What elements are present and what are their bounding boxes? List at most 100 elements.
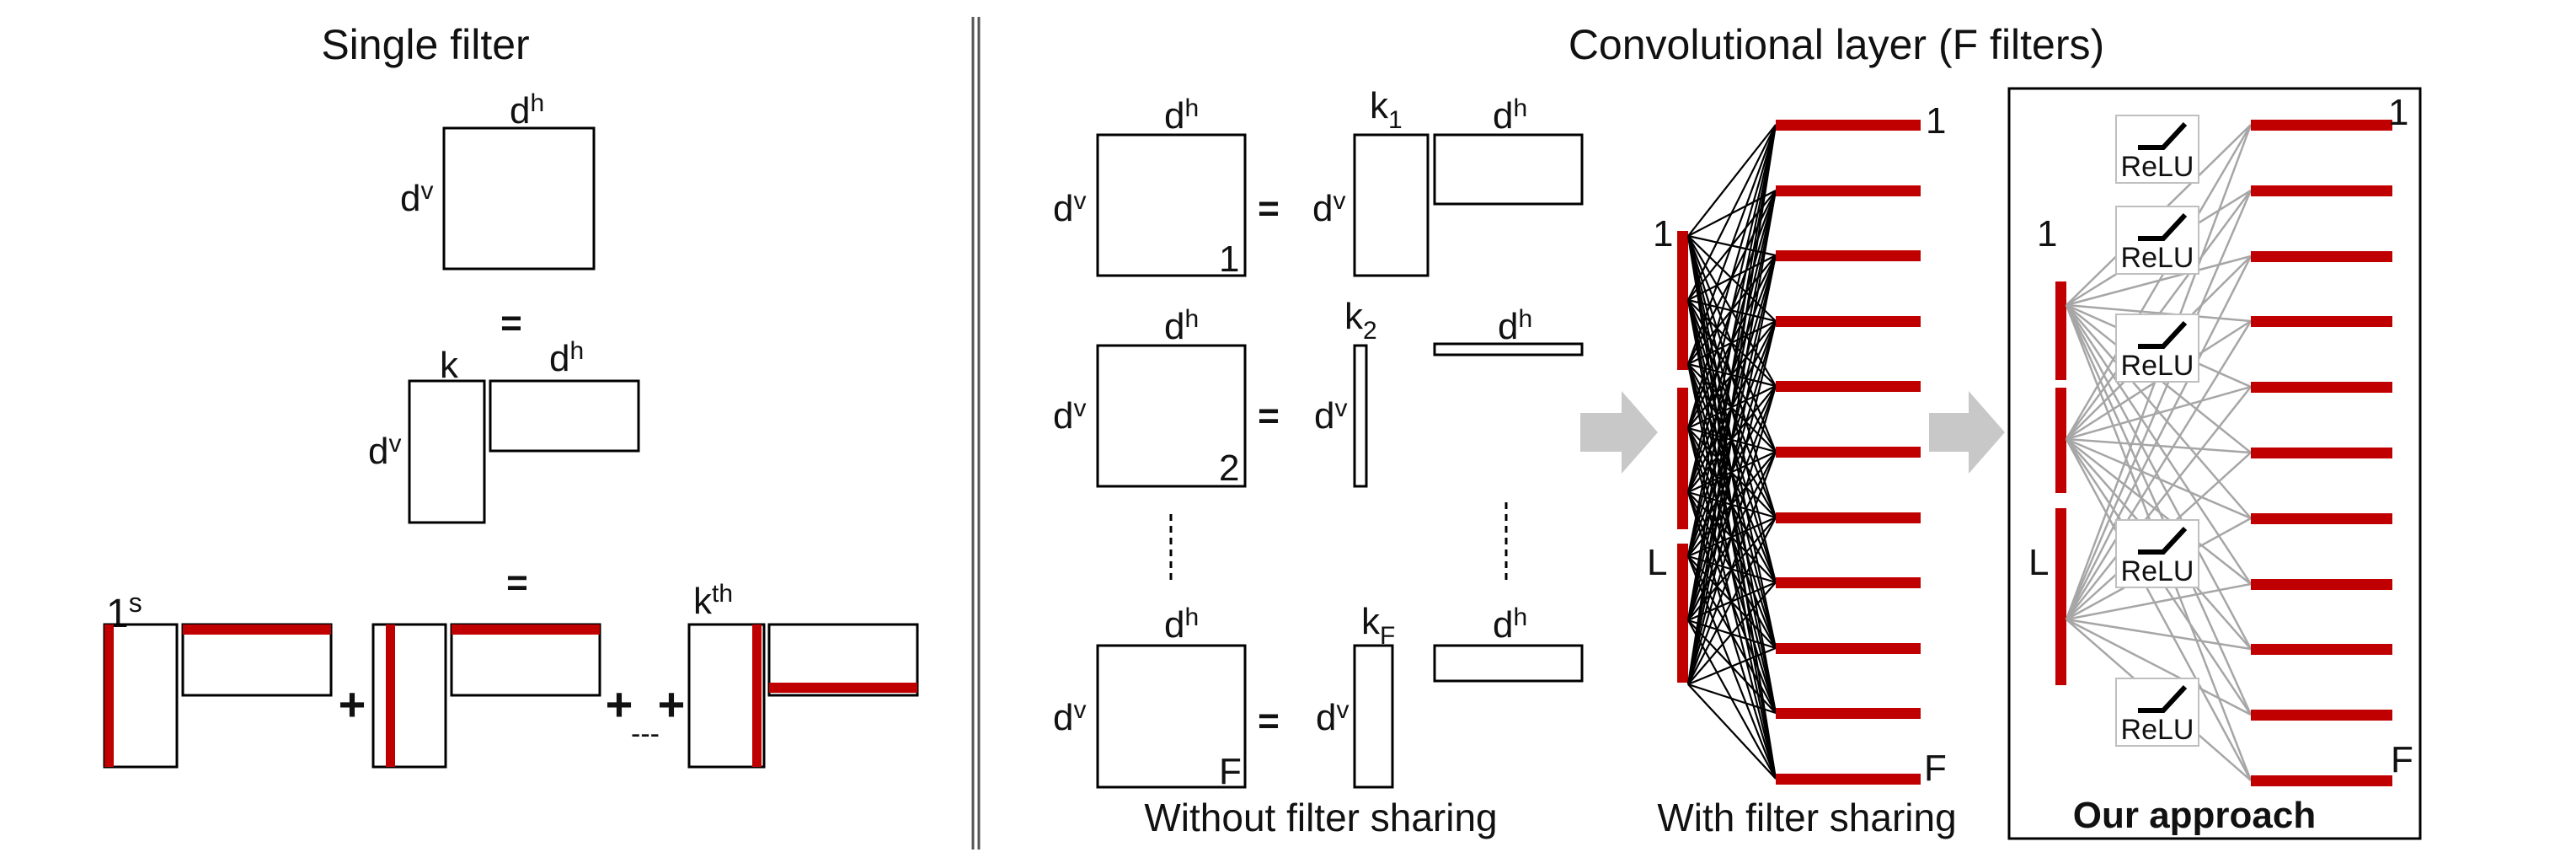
output-bar bbox=[1776, 512, 1921, 523]
output-bar bbox=[2251, 120, 2392, 131]
output-bar bbox=[1776, 643, 1921, 654]
with-sharing-source-bar-2 bbox=[1677, 388, 1688, 529]
with-sharing-output-bottom-label: F bbox=[1924, 748, 1947, 789]
top-matrix-dv-label: dv bbox=[400, 177, 433, 219]
connection-line bbox=[1686, 124, 1777, 493]
term-k-red-row bbox=[769, 683, 917, 693]
connection-line bbox=[2065, 304, 2253, 650]
output-bar bbox=[2251, 185, 2392, 196]
connection-line bbox=[2066, 386, 2252, 620]
rowF-k-label: kF bbox=[1361, 601, 1395, 650]
connection-line bbox=[2066, 304, 2252, 519]
relu-box: ReLU bbox=[2115, 115, 2199, 184]
equals-sign-1: = bbox=[500, 303, 522, 344]
output-bar bbox=[2251, 513, 2392, 524]
connection-line bbox=[1686, 320, 1777, 685]
without-sharing-section: dh dv 1 = k1 dv dh dh dv 2 = k2 dv dh bbox=[1053, 85, 1584, 839]
row2-tall-factor bbox=[1353, 344, 1368, 488]
row1-dh-label: dh bbox=[1164, 94, 1199, 137]
relu-label: ReLU bbox=[2121, 555, 2194, 587]
connection-line bbox=[2065, 255, 2253, 620]
output-bar bbox=[2251, 316, 2392, 327]
row1-wide-factor bbox=[1433, 133, 1584, 206]
caption-our-approach: Our approach bbox=[2073, 795, 2317, 836]
relu-box: ReLU bbox=[2115, 206, 2199, 275]
relu-box: ReLU bbox=[2115, 678, 2199, 747]
connection-line bbox=[2065, 190, 2253, 620]
connection-line bbox=[2065, 304, 2253, 585]
connection-line bbox=[1686, 255, 1777, 685]
connection-line bbox=[2066, 438, 2252, 585]
factor-dh-label: dh bbox=[549, 337, 584, 379]
rowF-dv-label: dv bbox=[1053, 696, 1086, 738]
row1-equals: = bbox=[1258, 188, 1280, 229]
relu-icon bbox=[2138, 121, 2188, 150]
rowF-factor-dv-label: dv bbox=[1316, 696, 1349, 738]
plus-sign-1: + bbox=[339, 678, 366, 731]
connection-line bbox=[1686, 124, 1777, 557]
term1-red-column bbox=[104, 624, 114, 767]
factor-tall-matrix bbox=[408, 379, 486, 524]
term-k-red-column bbox=[752, 624, 762, 767]
our-approach-frame bbox=[2007, 87, 2422, 840]
term-k-row-matrix bbox=[767, 623, 919, 697]
output-bar bbox=[2251, 644, 2392, 655]
term2-red-column bbox=[386, 624, 395, 767]
row2-index-label: 2 bbox=[1219, 448, 1239, 489]
connection-line bbox=[2066, 385, 2252, 441]
output-bar bbox=[1776, 250, 1921, 261]
term-k-column-matrix bbox=[687, 623, 766, 769]
connection-line bbox=[1686, 124, 1777, 365]
with-sharing-section: 1 L 1 F With filter sharing bbox=[1647, 100, 1957, 839]
relu-icon bbox=[2138, 212, 2188, 241]
connection-line bbox=[1686, 124, 1777, 685]
row1-tall-factor bbox=[1353, 133, 1430, 277]
equals-sign-2: = bbox=[506, 562, 528, 603]
relu-activations: ReLU ReLU ReLU ReLU ReLU bbox=[2115, 115, 2199, 747]
rowF-factor-dh-label: dh bbox=[1493, 603, 1527, 646]
kth-term-label: kth bbox=[693, 580, 733, 622]
row1-index-label: 1 bbox=[1219, 239, 1239, 280]
row2-k-label: k2 bbox=[1344, 296, 1377, 345]
term1-row-matrix bbox=[181, 623, 333, 697]
relu-box: ReLU bbox=[2115, 314, 2199, 383]
output-bar bbox=[2251, 448, 2392, 458]
rowF-wide-factor bbox=[1433, 644, 1584, 683]
output-bar bbox=[2251, 251, 2392, 262]
caption-without-filter-sharing: Without filter sharing bbox=[1144, 796, 1497, 839]
connection-line bbox=[2065, 304, 2253, 716]
row2-weight-matrix bbox=[1096, 344, 1247, 488]
row1-factor-dh-label: dh bbox=[1493, 94, 1527, 137]
rowF-weight-matrix bbox=[1096, 644, 1247, 789]
right-panel: Convolutional layer (F filters) dh dv 1 … bbox=[1053, 21, 2422, 840]
row1-weight-matrix bbox=[1096, 133, 1247, 277]
left-panel-title: Single filter bbox=[321, 21, 529, 68]
our-approach-source-bar-3 bbox=[2055, 508, 2066, 685]
output-bar bbox=[2251, 710, 2392, 721]
output-bar bbox=[1776, 577, 1921, 588]
connection-line bbox=[2066, 437, 2252, 520]
output-bar bbox=[1776, 316, 1921, 327]
rowF-equals: = bbox=[1258, 700, 1280, 742]
factor-wide-matrix bbox=[489, 379, 640, 453]
right-panel-title: Convolutional layer (F filters) bbox=[1569, 21, 2104, 68]
top-matrix bbox=[442, 126, 596, 271]
our-approach-output-bottom-label: F bbox=[2391, 739, 2413, 780]
connection-line bbox=[1686, 451, 1777, 685]
left-panel: Single filter dh dv = k dh dv = 1s t + +… bbox=[103, 21, 919, 769]
term2-red-row bbox=[452, 624, 600, 635]
row2-equals: = bbox=[1258, 395, 1280, 437]
our-approach-output-bars bbox=[2251, 120, 2392, 786]
k-label: k bbox=[440, 345, 459, 386]
factor-dv-label: dv bbox=[368, 430, 401, 472]
connection-line bbox=[1686, 385, 1777, 685]
our-approach-source-bottom-label: L bbox=[2028, 542, 2049, 583]
relu-icon bbox=[2138, 526, 2188, 555]
relu-label: ReLU bbox=[2121, 151, 2194, 183]
relu-icon bbox=[2138, 320, 2188, 349]
row2-dv-label: dv bbox=[1053, 394, 1086, 437]
our-approach-source-top-label: 1 bbox=[2037, 213, 2057, 255]
connection-line bbox=[1687, 683, 1777, 715]
